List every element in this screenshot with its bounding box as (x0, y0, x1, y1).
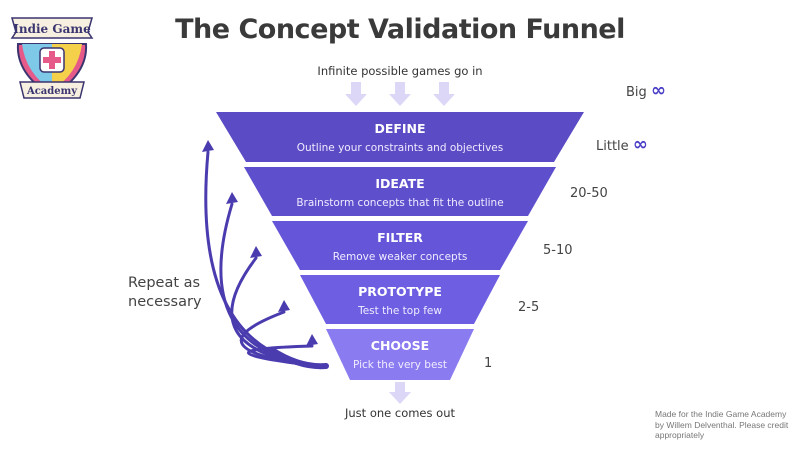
stage-shape (300, 275, 500, 324)
logo-text-bottom: Academy (26, 86, 78, 97)
stage-choose: CHOOSE Pick the very best (326, 329, 474, 380)
stage-count-choose: 1 (484, 356, 493, 371)
stage-description: Pick the very best (353, 359, 447, 371)
stage-shape (272, 221, 528, 270)
arrowhead-icon (278, 300, 290, 312)
stage-description: Remove weaker concepts (333, 251, 468, 263)
stage-title: IDEATE (375, 176, 424, 191)
repeat-label: Repeat as necessary (128, 275, 202, 310)
stage-title: CHOOSE (371, 338, 429, 353)
stage-count-filter: 5-10 (543, 243, 573, 258)
arrowhead-icon (250, 246, 262, 258)
arrowhead-icon (306, 334, 318, 346)
page-title: The Concept Validation Funnel (175, 14, 625, 45)
arrowhead-icon (202, 140, 214, 152)
loop-arrow-base (269, 347, 329, 370)
logo-text-top: Indie Game (13, 22, 91, 36)
stage-count-prefix: Little (596, 139, 629, 154)
credit-note: Made for the Indie Game Academy by Wille… (655, 409, 789, 440)
stage-shape (326, 329, 474, 380)
stage-ideate: IDEATE Brainstorm concepts that fit the o… (244, 167, 556, 216)
stage-title: DEFINE (374, 121, 425, 136)
infinity-icon: ∞ (650, 80, 666, 101)
indie-game-academy-logo: Indie Game Academy (10, 17, 94, 99)
input-count-prefix: Big (626, 85, 647, 100)
repeat-loop-arrows (202, 140, 329, 370)
funnel-stages: DEFINE Outline your constraints and objec… (216, 112, 584, 380)
output-label: Just one comes out (344, 406, 455, 420)
input-arrows (345, 82, 455, 106)
input-count: Big ∞ (626, 80, 666, 101)
stage-title: PROTOTYPE (358, 284, 442, 299)
stage-shape (216, 112, 584, 162)
stage-description: Outline your constraints and objectives (297, 142, 503, 154)
down-arrow-icon (389, 382, 411, 404)
stage-description: Brainstorm concepts that fit the outline (296, 197, 503, 209)
stage-prototype: PROTOTYPE Test the top few (300, 275, 500, 324)
stage-count-prototype: 2-5 (518, 300, 540, 315)
stage-define: DEFINE Outline your constraints and objec… (216, 112, 584, 162)
stage-title: FILTER (377, 230, 423, 245)
stage-shape (244, 167, 556, 216)
arrowhead-icon (226, 192, 238, 204)
stage-filter: FILTER Remove weaker concepts (272, 221, 528, 270)
stage-count-ideate: 20-50 (570, 186, 608, 201)
stage-description: Test the top few (357, 305, 442, 317)
down-arrow-icon (433, 82, 455, 106)
infinity-icon: ∞ (632, 134, 648, 155)
down-arrow-icon (345, 82, 367, 106)
down-arrow-icon (389, 82, 411, 106)
stage-count-define: Little ∞ (596, 134, 648, 155)
output-arrow (389, 382, 411, 404)
input-label: Infinite possible games go in (317, 64, 483, 78)
